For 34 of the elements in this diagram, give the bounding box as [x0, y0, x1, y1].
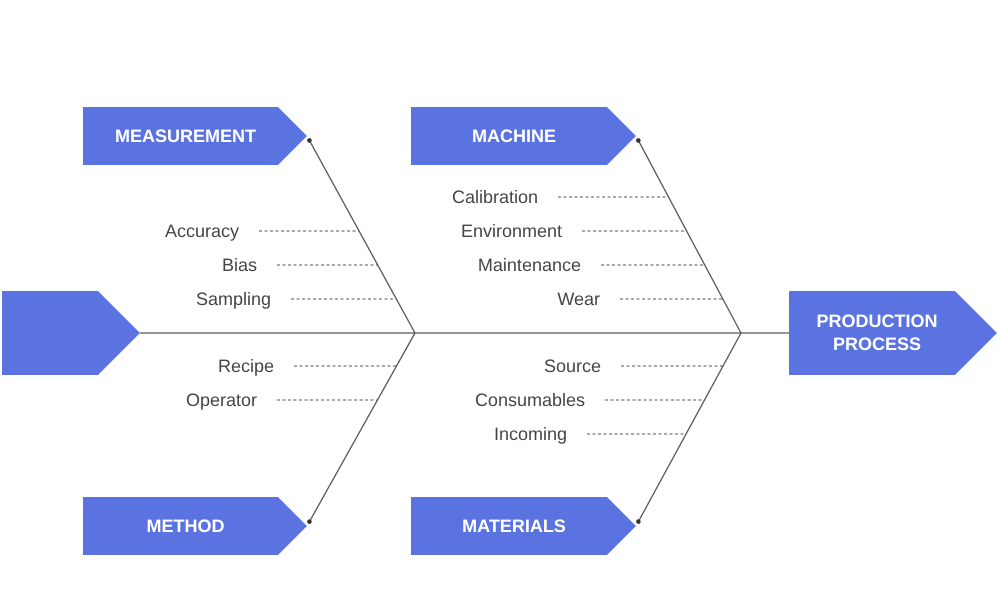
leader-line [276, 264, 378, 266]
bone-line [636, 332, 742, 524]
effect-label: PRODUCTION PROCESS [816, 310, 938, 356]
leader-line [620, 298, 724, 300]
cause-label: Source [544, 355, 601, 377]
category-label: MEASUREMENT [114, 124, 256, 148]
cause-label: Recipe [218, 355, 274, 377]
leader-line [290, 298, 397, 300]
category-label: MACHINE [472, 124, 556, 148]
bone-line [636, 138, 742, 334]
cause-label: Maintenance [478, 254, 581, 276]
cause-label: Bias [222, 254, 257, 276]
cause-label: Wear [557, 288, 600, 310]
cause-label: Sampling [196, 288, 271, 310]
cause-label: Accuracy [164, 220, 239, 242]
pentagon-arrow [83, 107, 307, 165]
category-label: MATERIALS [462, 514, 566, 538]
bone-line [307, 138, 416, 334]
cause-label: Calibration [452, 186, 538, 208]
cause-label: Operator [186, 389, 257, 411]
pentagon-arrow [411, 107, 636, 165]
pentagon-arrow [83, 497, 307, 555]
leader-line [600, 264, 706, 266]
cause-label: Consumables [474, 389, 585, 411]
category-label: METHOD [146, 514, 224, 538]
pentagon-arrow [2, 291, 140, 375]
spine-line [140, 332, 789, 334]
cause-label: Incoming [494, 423, 567, 445]
leader-line [258, 230, 360, 232]
leader-line [558, 196, 670, 198]
pentagon-arrow [789, 291, 997, 375]
pentagon-arrow [411, 497, 636, 555]
cause-label: Environment [460, 220, 562, 242]
bone-line [307, 332, 416, 524]
